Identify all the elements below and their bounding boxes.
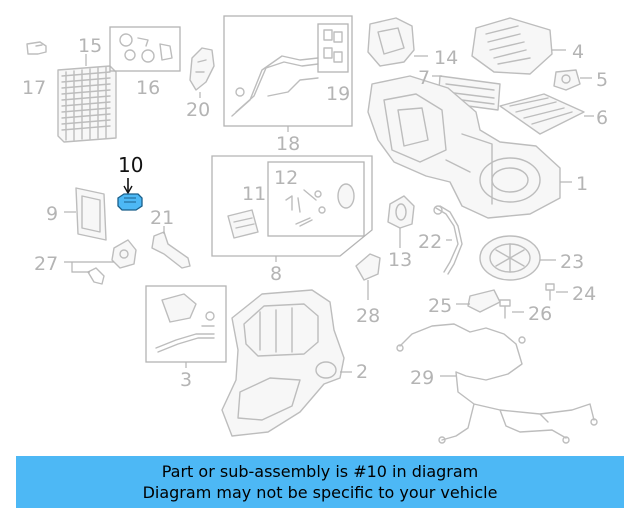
label-10: 10 [118,153,143,177]
part-29-harness [396,323,598,444]
label-18: 18 [276,133,300,155]
label-2: 2 [356,361,368,383]
label-21: 21 [150,207,174,229]
label-27: 27 [34,253,58,275]
part-26-screw [499,299,511,319]
label-16: 16 [136,77,160,99]
part-12-fasteners [285,183,355,227]
label-17: 17 [22,77,46,99]
part-19-box [317,23,349,73]
part-8-box [211,155,373,257]
banner-line-2: Diagram may not be specific to your vehi… [142,483,498,502]
banner-line-1: Part or sub-assembly is #10 in diagram [161,462,479,481]
label-13: 13 [388,249,412,271]
part-19-fittings [323,29,343,63]
part-23-blower [479,235,541,281]
part-21-sensor [151,231,191,269]
part-9-frame [75,187,107,241]
part-6-filter [499,93,585,135]
info-banner: Part or sub-assembly is #10 in diagram D… [16,456,624,508]
part-17-bracket [26,41,47,55]
label-11: 11 [242,183,266,205]
part-27-actuator [87,239,137,285]
label-6: 6 [596,107,608,129]
part-5-motor [553,69,581,91]
part-14-seal [367,17,415,67]
part-16-kit-box [109,26,181,72]
part-16-kit [119,33,173,63]
part-24-screw [545,283,555,301]
part-12-box [267,161,365,237]
label-3: 3 [180,369,192,391]
part-13-bracket [387,195,415,229]
label-12: 12 [274,167,298,189]
label-7: 7 [418,67,430,89]
part-22-tube [433,205,463,275]
label-8: 8 [270,263,282,285]
label-15: 15 [78,35,102,57]
part-1-hvac-housing [367,75,561,219]
label-24: 24 [572,283,596,305]
label-1: 1 [576,173,588,195]
part-10-highlighted [117,178,143,211]
part-11-module [227,209,259,239]
label-4: 4 [572,41,584,63]
part-15-evaporator [57,65,117,143]
part-18-box [223,15,353,127]
label-19: 19 [326,83,350,105]
part-4-module [471,17,553,75]
label-9: 9 [46,203,58,225]
label-5: 5 [596,69,608,91]
label-20: 20 [186,99,210,121]
part-3-linkage [155,293,215,353]
label-22: 22 [418,231,442,253]
label-28: 28 [356,305,380,327]
label-29: 29 [410,367,434,389]
label-14: 14 [434,47,458,69]
part-25-bracket [467,289,501,313]
label-25: 25 [428,295,452,317]
part-20-bracket [189,47,215,91]
part-2-lower-housing [221,289,345,437]
part-28-bracket [355,253,381,281]
part-18-hoses [231,55,319,117]
label-26: 26 [528,303,552,325]
label-23: 23 [560,251,584,273]
